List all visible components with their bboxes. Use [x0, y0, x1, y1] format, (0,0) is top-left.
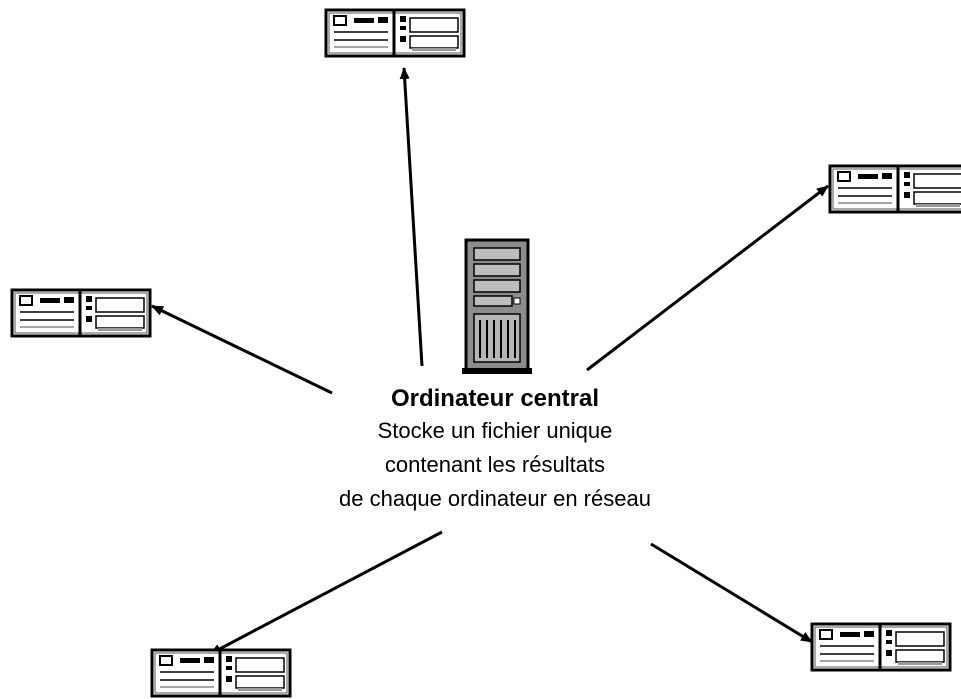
central-computer-title: Ordinateur central [390, 385, 600, 412]
computer-bottom-left-icon [150, 648, 292, 698]
computer-left-icon [10, 288, 152, 338]
arrow-to-top-node [399, 67, 424, 367]
computer-bottom-right-icon [810, 622, 952, 672]
central-computer-description-line-3: de chaque ordinateur en réseau [339, 486, 651, 511]
server-tower-icon [460, 238, 534, 376]
central-computer-description-line-1: Stocke un fichier unique [377, 418, 613, 443]
arrow-to-left-node [151, 304, 333, 395]
arrow-to-bottom-right-node [650, 542, 813, 644]
computer-right-icon [828, 164, 961, 214]
arrow-to-right-node [586, 184, 829, 372]
arrow-to-bottom-left-node [209, 530, 443, 656]
central-computer-label: Ordinateur central Stocke un fichier uni… [230, 384, 760, 516]
computer-top-icon [324, 8, 466, 58]
central-computer-description-line-2: contenant les résultats [384, 452, 606, 477]
